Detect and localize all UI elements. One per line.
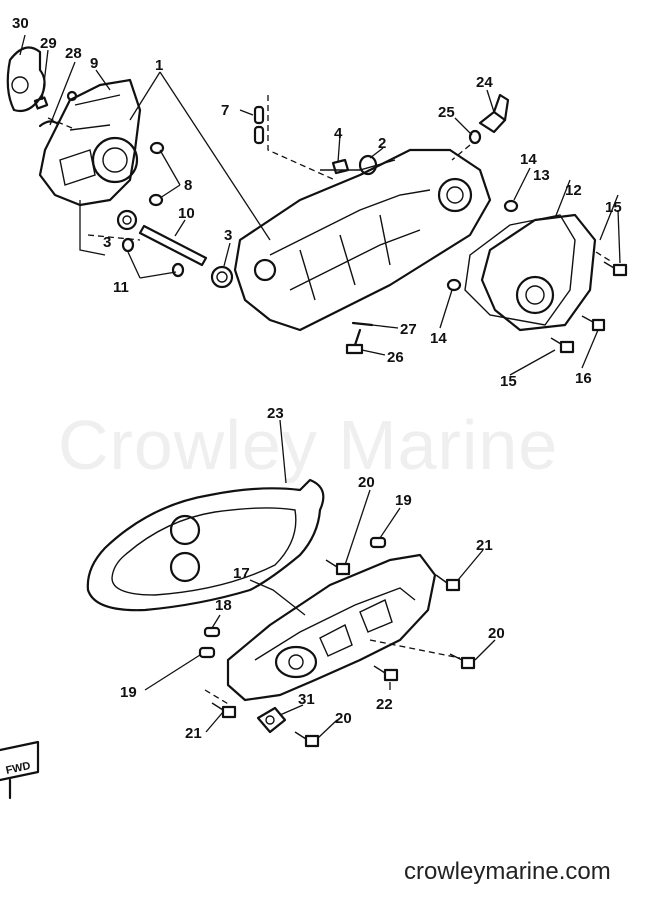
right-crankcase-main [233, 148, 492, 332]
callout-4: 4 [334, 125, 343, 142]
callout-11: 11 [113, 279, 129, 296]
part-29-bolt [33, 96, 49, 110]
part-16-bolt [581, 315, 606, 332]
part-21-bolt-right [435, 574, 461, 592]
part-15-bolt-upper [603, 261, 628, 277]
part-31-bracket [256, 706, 287, 734]
part-28-clip [38, 120, 60, 128]
part-19-pin-left [198, 646, 216, 659]
part-23-gasket [86, 478, 325, 612]
part-14-dowel-upper [503, 199, 519, 213]
part-17-crankcase-cover [226, 553, 437, 702]
callout-7: 7 [221, 102, 229, 119]
callout-13: 13 [533, 167, 550, 184]
part-30-plate [6, 46, 46, 113]
part-15-bolt-lower [550, 337, 575, 354]
part-20-bolt-right [449, 653, 476, 670]
part-14-dowel-lower [446, 278, 462, 292]
part-27-o-ring [351, 321, 374, 327]
callout-21-right: 21 [476, 537, 493, 554]
callout-9: 9 [90, 55, 98, 72]
callout-21-left: 21 [185, 725, 202, 742]
part-4-bolt [331, 158, 350, 175]
left-crankcase-half [38, 78, 142, 207]
part-19-pin-right [369, 536, 387, 549]
callout-18: 18 [215, 597, 232, 614]
part-2-collar [358, 154, 378, 176]
part-7-pins [253, 105, 265, 145]
callout-3-left: 3 [103, 234, 111, 251]
part-18-pin [203, 626, 221, 638]
part-10-shaft [138, 224, 208, 267]
part-13-gasket [464, 214, 576, 326]
callout-30: 30 [12, 15, 29, 32]
callout-25: 25 [438, 104, 455, 121]
callout-16: 16 [575, 370, 592, 387]
callout-26: 26 [387, 349, 404, 366]
callout-20-right: 20 [488, 625, 505, 642]
callout-19-left: 19 [120, 684, 137, 701]
callout-28: 28 [65, 45, 82, 62]
callout-22: 22 [376, 696, 393, 713]
footer-url: crowleymarine.com [404, 858, 611, 885]
part-26-bolt [345, 328, 364, 355]
callout-3-center: 3 [224, 227, 232, 244]
callout-20-bottom: 20 [335, 710, 352, 727]
callout-1: 1 [155, 57, 163, 74]
callout-15-upper: 15 [605, 199, 622, 216]
callout-20-top: 20 [358, 474, 375, 491]
part-21-bolt-left [211, 702, 237, 719]
part-3-oil-seal-center [210, 265, 234, 289]
callout-27: 27 [400, 321, 417, 338]
callout-24: 24 [476, 74, 493, 91]
fwd-label: FWD [5, 760, 32, 777]
callouts: 1 2 3 3 4 7 8 9 10 11 12 13 14 14 15 15 … [12, 15, 622, 742]
callout-14-upper: 14 [520, 151, 537, 168]
part-3-oil-seal-left [116, 209, 138, 231]
part-12-cover [480, 213, 597, 332]
fwd-indicator [0, 740, 40, 800]
callout-19-right: 19 [395, 492, 412, 509]
callout-12: 12 [565, 182, 582, 199]
callout-8: 8 [184, 177, 192, 194]
leader-lines [19, 34, 621, 739]
callout-10: 10 [178, 205, 195, 222]
callout-15-lower: 15 [500, 373, 517, 390]
part-25-o-ring [468, 129, 482, 145]
callout-23: 23 [267, 405, 284, 422]
callout-31: 31 [298, 691, 315, 708]
part-20-bolt-bottom [294, 731, 320, 748]
part-22-bolt [373, 665, 399, 682]
part-24-fitting [478, 93, 510, 134]
callout-29: 29 [40, 35, 57, 52]
watermark: Crowley Marine [58, 406, 559, 484]
callout-2: 2 [378, 135, 386, 152]
part-8-dowel-pins [148, 141, 165, 207]
callout-17: 17 [233, 565, 250, 582]
part-11-o-rings [121, 237, 185, 278]
callout-14-lower: 14 [430, 330, 447, 347]
